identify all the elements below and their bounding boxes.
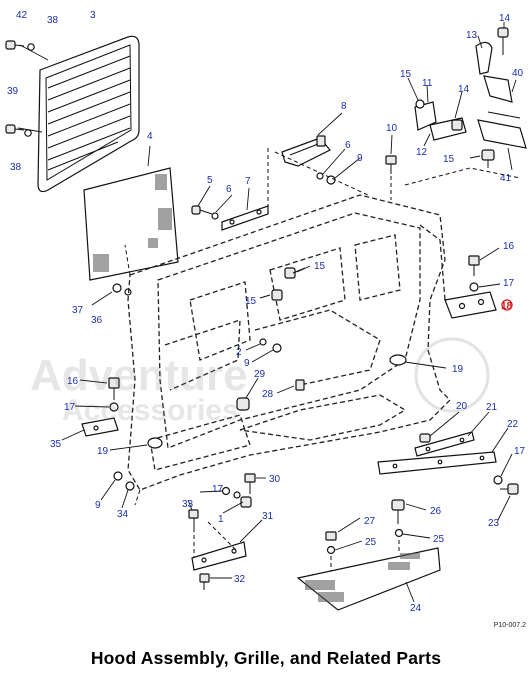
callout-label: 38 <box>10 162 22 173</box>
callout-label: 12 <box>416 147 428 158</box>
bolt-part <box>469 149 495 168</box>
highlight-marker <box>501 299 513 311</box>
callout-label: 26 <box>430 506 442 517</box>
screw-part <box>5 40 35 137</box>
figure-caption: Hood Assembly, Grille, and Related Parts <box>90 648 442 668</box>
grommet-part <box>109 437 163 451</box>
callout-label: 15 <box>314 261 326 272</box>
callout-label: 4 <box>147 131 153 142</box>
hinge-arm-part <box>404 22 527 186</box>
latch-plate-part <box>444 247 501 319</box>
hood-hinge-part <box>407 77 467 147</box>
callout-label: 1 <box>218 514 224 525</box>
callout-label: 16 <box>503 241 515 252</box>
bolt-part <box>493 453 519 521</box>
rail-part <box>377 411 509 475</box>
callout-label: 37 <box>72 305 84 316</box>
bolt-part <box>199 486 252 514</box>
callout-label: 40 <box>512 68 524 79</box>
callout-label: 17 <box>514 446 526 457</box>
callout-label: 41 <box>500 173 512 184</box>
callout-label: 21 <box>486 402 498 413</box>
callout-label: 3 <box>90 10 96 21</box>
washer-part <box>245 338 282 363</box>
washer-part <box>100 471 135 509</box>
callout-label: 16 <box>67 376 79 387</box>
callout-label: 35 <box>50 439 62 450</box>
callout-label: 20 <box>456 401 468 412</box>
callout-label: 14 <box>458 84 470 95</box>
callout-label-highlighted: 18 <box>501 301 513 312</box>
callout-label: 17 <box>212 484 224 495</box>
svg-text:Adventure: Adventure <box>30 351 248 400</box>
bumper-part <box>236 377 305 411</box>
callout-label: 17 <box>503 278 515 289</box>
callout-label: 9 <box>244 358 250 369</box>
callout-label: 30 <box>269 474 281 485</box>
callout-label: 31 <box>262 511 274 522</box>
watermark: Adventure Accessories <box>30 337 490 427</box>
callout-label: 24 <box>410 603 422 614</box>
washer-part <box>91 283 132 306</box>
svg-text:Accessories: Accessories <box>62 394 239 427</box>
latch-plate-part <box>61 377 120 441</box>
callout-label: 13 <box>466 30 478 41</box>
callout-label: 10 <box>386 123 398 134</box>
callout-label: 14 <box>499 13 511 24</box>
screen-part <box>83 145 179 281</box>
callout-label: 23 <box>488 518 500 529</box>
hood-frame <box>124 194 451 506</box>
callout-label: 17 <box>64 402 76 413</box>
callout-label: 28 <box>262 389 274 400</box>
callout-label: 15 <box>400 69 412 80</box>
hinge-plate-part <box>191 185 269 231</box>
callout-label: 8 <box>341 101 347 112</box>
callout-label: 15 <box>245 296 257 307</box>
figure-reference-code: P10-007.2 <box>493 622 526 629</box>
callout-label: 9 <box>95 500 101 511</box>
callout-label: 5 <box>207 175 213 186</box>
latch-bracket-part <box>267 112 371 210</box>
bolt-part <box>385 134 397 200</box>
callout-label: 29 <box>254 369 266 380</box>
callout-label: 34 <box>117 509 129 520</box>
bolt-part <box>244 473 266 494</box>
callout-label: 19 <box>97 446 109 457</box>
step-plate-part <box>296 547 441 611</box>
callout-label: 36 <box>91 315 103 326</box>
callout-label: 6 <box>345 140 351 151</box>
callout-label: 9 <box>357 153 363 164</box>
callout-label: 38 <box>47 15 59 26</box>
bolt-part <box>391 499 427 524</box>
callout-label: 33 <box>182 499 194 510</box>
callout-label: 7 <box>245 176 251 187</box>
callout-label: 27 <box>364 516 376 527</box>
callout-label: 25 <box>365 537 377 548</box>
callout-label: 32 <box>234 574 246 585</box>
callout-labels: 42 38 3 39 38 4 37 36 5 6 7 8 6 9 10 15 … <box>7 10 526 614</box>
callout-label: 2 <box>236 347 242 358</box>
callout-label: 11 <box>422 78 433 89</box>
callout-label: 6 <box>226 184 232 195</box>
callout-label: 25 <box>433 534 445 545</box>
callout-label: 15 <box>443 154 455 165</box>
bracket-part <box>187 499 263 590</box>
callout-label: 42 <box>16 10 28 21</box>
callout-label: 39 <box>7 86 19 97</box>
grille-part <box>17 35 140 193</box>
bolt-part <box>259 265 311 301</box>
grommet-part <box>389 354 447 369</box>
callout-label: 22 <box>507 419 519 430</box>
callout-label: 19 <box>452 364 464 375</box>
